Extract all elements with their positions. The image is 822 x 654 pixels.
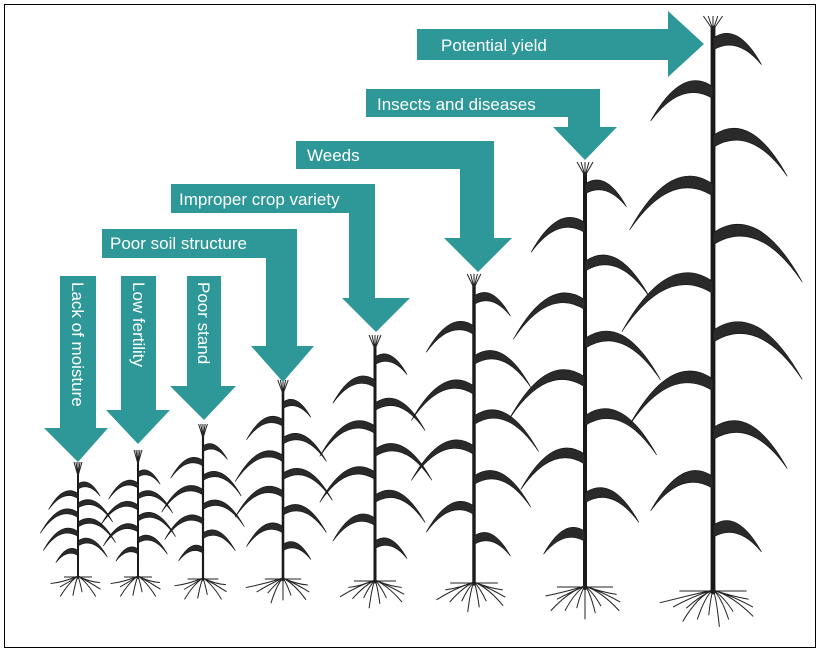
- label-lack-of-moisture: Lack of moisture: [68, 282, 87, 407]
- arrow-poor-stand: Poor stand: [170, 276, 236, 420]
- label-poor-soil-structure: Poor soil structure: [110, 234, 247, 253]
- label-poor-stand: Poor stand: [194, 282, 213, 364]
- label-weeds: Weeds: [307, 146, 360, 165]
- label-improper-crop-variety: Improper crop variety: [179, 190, 340, 209]
- arrow-low-fertility: Low fertility: [106, 276, 170, 444]
- corn-plant: [161, 423, 245, 600]
- corn-plant: [234, 379, 333, 604]
- corn-plant: [100, 449, 176, 597]
- arrow-weeds: Weeds: [296, 141, 512, 272]
- factor-arrows: Lack of moisture Low fertility Poor stan…: [44, 11, 704, 462]
- arrow-potential-yield: Potential yield: [417, 11, 704, 77]
- arrow-improper-crop-variety: Improper crop variety: [171, 184, 410, 332]
- corn-plants: [40, 15, 803, 627]
- corn-plant: [40, 461, 116, 597]
- arrow-poor-soil-structure: Poor soil structure: [102, 229, 314, 382]
- corn-plant: [411, 273, 539, 613]
- label-insects-and-diseases: Insects and diseases: [377, 95, 536, 114]
- corn-plant: [319, 334, 433, 609]
- label-potential-yield: Potential yield: [441, 36, 547, 55]
- label-low-fertility: Low fertility: [129, 282, 148, 368]
- arrow-insects-and-diseases: Insects and diseases: [366, 89, 617, 160]
- arrow-lack-of-moisture: Lack of moisture: [44, 276, 108, 462]
- corn-plant: [621, 15, 803, 627]
- corn-plant: [509, 161, 661, 620]
